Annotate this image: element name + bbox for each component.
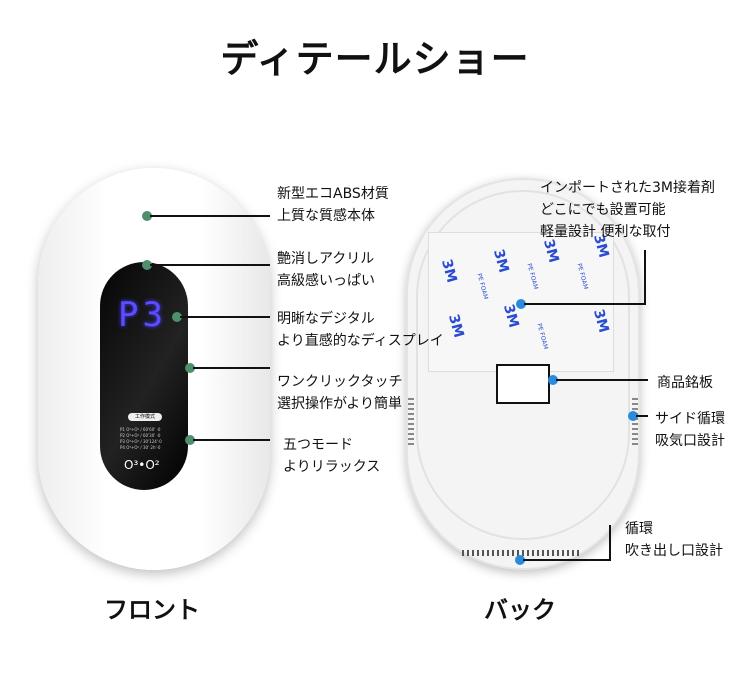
sticker-brand: 3M xyxy=(590,307,612,335)
callout-dot xyxy=(185,435,195,445)
callout-acrylic: 艶消しアクリル高級感いっぱい xyxy=(277,251,375,289)
callout-line xyxy=(150,215,270,217)
mode-item: P3 O³+O² / 30'124'·0 xyxy=(120,439,162,444)
sticker-text: PE FOAM xyxy=(575,262,590,291)
sticker-text: PE FOAM xyxy=(535,322,550,351)
callout-line xyxy=(609,525,611,561)
callout-dot xyxy=(142,211,152,221)
outlet-vent xyxy=(462,550,582,556)
callout-line xyxy=(193,367,270,369)
callout-nameplate: 商品銘板 xyxy=(657,375,713,391)
ozone-label: O³•O² xyxy=(124,458,160,472)
callout-line xyxy=(524,303,646,305)
callout-dot xyxy=(185,363,195,373)
mode-item: P2 O³+O² / 60'30' ·0 xyxy=(120,433,161,438)
callout-dot xyxy=(515,555,525,565)
callout-line xyxy=(180,316,270,318)
mode-item: P1 O³+O² / 60'60' ·0 xyxy=(120,427,161,432)
digital-display: P3 xyxy=(118,295,167,335)
callout-adhesive: インポートされた3M接着剤どこにでも設置可能軽量設計 便利な取付 xyxy=(540,180,715,240)
callout-line xyxy=(193,439,270,441)
callout-dot xyxy=(142,260,152,270)
callout-line xyxy=(523,559,611,561)
callout-dot xyxy=(172,312,182,322)
mode-button: 工作模式 xyxy=(128,413,162,421)
back-inner-rim xyxy=(416,190,630,540)
back-caption: バック xyxy=(484,596,556,624)
side-vent xyxy=(408,395,414,445)
callout-line xyxy=(556,379,648,381)
callout-outlet: 循環吹き出し口設計 xyxy=(625,521,723,559)
sticker-brand: 3M xyxy=(445,312,467,340)
mode-item: P4 O³+O² / 30' 2h'·0 xyxy=(120,445,161,450)
callout-dot xyxy=(548,375,558,385)
callout-line xyxy=(644,250,646,305)
device-screen xyxy=(100,262,188,490)
sticker-brand: 3M xyxy=(438,257,460,285)
callout-line xyxy=(150,264,270,266)
callout-material: 新型エコABS材質上質な質感本体 xyxy=(277,186,389,224)
callout-touch: ワンクリックタッチ選択操作がより簡単 xyxy=(277,374,403,412)
sticker-brand: 3M xyxy=(490,247,512,275)
callout-modes: 五つモードよりリラックス xyxy=(283,437,381,475)
callout-display: 明晰なデジタルより直感的なディスプレイ xyxy=(277,311,444,349)
front-caption: フロント xyxy=(104,596,200,624)
mode-list: P1 O³+O² / 60'60' ·0 P2 O³+O² / 60'30' ·… xyxy=(120,427,180,451)
callout-side-vent: サイド循環吸気口設計 xyxy=(655,411,725,449)
callout-line xyxy=(636,415,648,417)
sticker-text: PE FOAM xyxy=(525,262,540,291)
product-nameplate xyxy=(496,364,550,404)
page-title: ディテールショー xyxy=(220,37,530,81)
callout-dot xyxy=(516,299,526,309)
sticker-text: PE FOAM xyxy=(475,272,490,301)
callout-dot xyxy=(628,411,638,421)
